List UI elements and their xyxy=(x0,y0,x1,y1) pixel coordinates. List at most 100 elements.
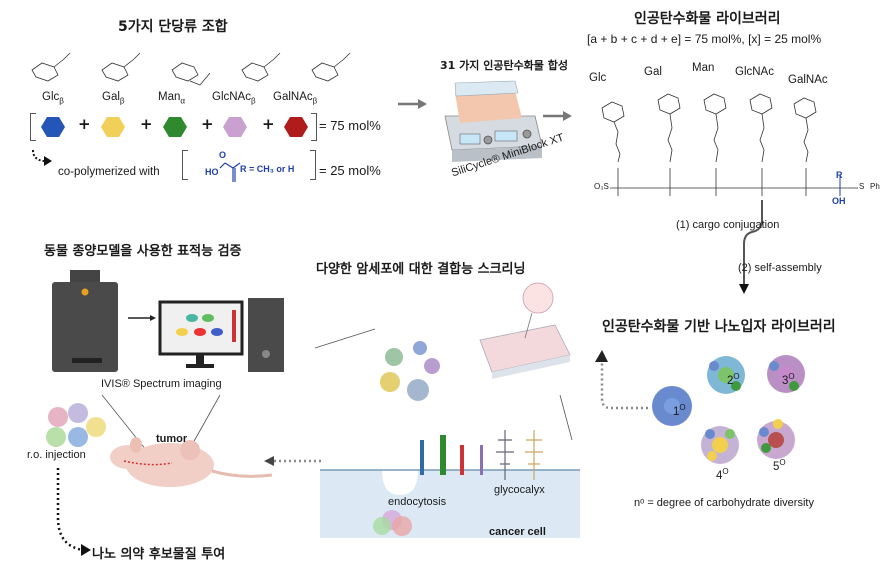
gal-structure xyxy=(101,52,141,82)
glcnac-hexagon xyxy=(223,117,247,137)
process-arrow-icon xyxy=(739,200,763,294)
computer-monitor xyxy=(158,300,244,368)
monomers-title: 5가지 단당류 조합 xyxy=(118,19,228,35)
diversity-legend: nᵒ = degree of carbohydrate diversity xyxy=(634,497,814,509)
step-cargo-conjugation: (1) cargo conjugation xyxy=(676,219,780,231)
sugar-label-glc: Glcβ xyxy=(42,91,64,106)
computer-tower xyxy=(248,298,284,372)
gal-hexagon xyxy=(101,117,125,137)
tumor-label: tumor xyxy=(156,433,188,445)
petri-dish-zoom xyxy=(522,282,554,314)
nanoparticle-title: 인공탄수화물 기반 나노입자 라이브러리 xyxy=(602,319,836,335)
synthesis-title: 31 가지 인공탄수화물 합성 xyxy=(440,59,568,72)
nanoparticle-5 xyxy=(757,419,795,459)
sugar-label-galnac: GalNAcβ xyxy=(273,91,318,106)
glycocalyx-chain xyxy=(525,430,543,480)
acid-o: O xyxy=(219,150,227,160)
glc-structure xyxy=(31,52,71,82)
sugar-label-gal: Galβ xyxy=(102,91,125,106)
sugar-label-glcnac: GlcNAcβ xyxy=(212,91,256,106)
bracket-left xyxy=(30,113,36,141)
nanoparticle xyxy=(424,358,440,374)
plus-sign: + xyxy=(201,115,214,133)
acid-ratio: = 25 mol% xyxy=(319,163,381,178)
polymer-ph: Ph xyxy=(870,182,880,191)
mouse-illustration xyxy=(46,394,273,487)
nanoparticle-library xyxy=(595,350,805,464)
glycocalyx-label: glycocalyx xyxy=(494,484,545,496)
polymer-structure xyxy=(601,93,858,196)
nanoparticle xyxy=(380,372,400,392)
glcnac-structure xyxy=(241,52,281,82)
cancer-cell-label: cancer cell xyxy=(489,526,546,538)
arrow-right-icon xyxy=(543,111,572,121)
plus-sign: + xyxy=(140,115,153,133)
plus-sign: + xyxy=(78,115,91,133)
polymer-label-galnac: GalNAc xyxy=(788,74,828,86)
injection-label: r.o. injection xyxy=(27,449,86,461)
nanoparticle xyxy=(413,341,427,355)
endocytosis-label: endocytosis xyxy=(388,496,447,508)
nanoparticle-label-5: 5O xyxy=(773,458,786,473)
nanoparticle-label-2: 2O xyxy=(727,372,740,387)
dotted-arrow xyxy=(600,360,648,410)
miniblock-device xyxy=(444,80,543,162)
plus-sign: + xyxy=(262,115,275,133)
nanoparticle-2 xyxy=(707,356,745,394)
nanoparticle xyxy=(385,348,403,366)
copolymer-label: co-polymerized with xyxy=(58,166,160,178)
imaging-setup xyxy=(52,270,284,372)
tumor xyxy=(180,440,200,460)
acrylic-acid-structure xyxy=(219,162,241,182)
galnac-structure xyxy=(311,52,351,82)
polymer-end-right: S xyxy=(859,182,865,191)
polymer-label-glcnac: GlcNAc xyxy=(735,66,774,78)
polymer-label-gal: Gal xyxy=(644,66,662,78)
acid-r-label: R = CH₃ or H xyxy=(240,164,295,174)
mouse xyxy=(110,437,273,487)
arrow-right-icon xyxy=(398,99,427,109)
nanoparticle xyxy=(48,407,68,427)
arrow-icon xyxy=(128,315,156,321)
animal-title: 동물 종양모델을 사용한 표적능 검증 xyxy=(44,244,242,259)
nanoparticle-1 xyxy=(652,386,692,426)
nanoparticle-3 xyxy=(767,355,805,393)
outcome-label: 나노 의약 후보물질 투여 xyxy=(92,547,226,562)
nanoparticle-label-1: 1O xyxy=(673,403,686,418)
nanoparticle xyxy=(68,427,88,447)
sugar-label-man: Manα xyxy=(158,91,185,106)
nanoparticle-label-4: 4O xyxy=(716,467,729,482)
polymer-label-man: Man xyxy=(692,62,715,74)
bracket-right xyxy=(310,150,316,180)
bracket-right xyxy=(311,113,317,141)
imaging-label: IVIS® Spectrum imaging xyxy=(101,378,222,390)
sugar-ratio: = 75 mol% xyxy=(319,118,381,133)
sugar-structures xyxy=(31,52,351,86)
polymer-acid-oh: OH xyxy=(832,196,846,206)
nanoparticle xyxy=(86,417,106,437)
man-hexagon xyxy=(163,117,187,137)
nanoparticle xyxy=(68,403,88,423)
glc-hexagon xyxy=(41,117,65,137)
nanoparticle-4 xyxy=(701,426,739,464)
galnac-hexagon xyxy=(284,117,308,137)
polymer-label-glc: Glc xyxy=(589,72,607,84)
acid-ho: HO xyxy=(205,167,219,177)
ivis-imager xyxy=(52,270,118,372)
polymer-acid-r: R xyxy=(836,170,843,180)
library-title: 인공탄수화물 라이브러리 xyxy=(634,11,781,27)
glycocalyx-chain xyxy=(496,430,514,480)
man-structure xyxy=(171,62,211,86)
dotted-curve-arrow-icon xyxy=(56,468,91,556)
polymer-end-left: O₃S xyxy=(594,182,609,191)
screening-illustration xyxy=(314,282,580,538)
bracket-left xyxy=(182,150,188,180)
dotted-arrow-left-icon xyxy=(264,456,322,466)
nanoparticle xyxy=(46,427,66,447)
dotted-curve-arrow-icon xyxy=(32,149,52,166)
screening-title: 다양한 암세포에 대한 결합능 스크리닝 xyxy=(316,262,526,277)
library-formula: [a + b + c + d + e] = 75 mol%, [x] = 25 … xyxy=(587,32,822,46)
arrow-head xyxy=(595,350,608,362)
nanoparticle xyxy=(407,379,429,401)
step-self-assembly: (2) self-assembly xyxy=(738,262,822,274)
